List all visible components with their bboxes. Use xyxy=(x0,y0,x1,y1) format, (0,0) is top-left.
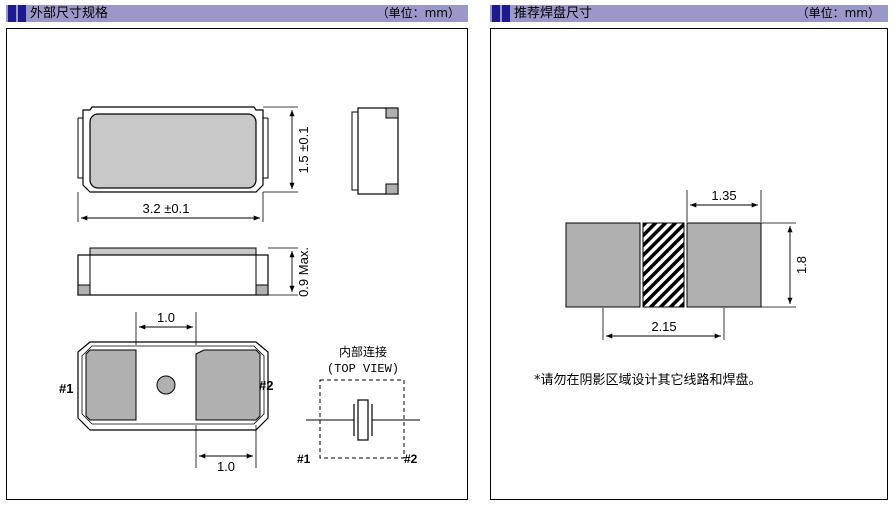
header-marker-icon xyxy=(8,5,26,22)
package-bottom-view: #1 #2 xyxy=(59,341,273,431)
dim-pad-bottom-label: 1.0 xyxy=(217,459,235,474)
pin2-label: #2 xyxy=(259,378,273,393)
dim-span-label: 2.15 xyxy=(651,319,676,334)
dim-pad-width: 1.35 xyxy=(686,188,762,222)
dim-height-label: 0.9 Max. xyxy=(296,247,311,297)
dim-pad-width-label: 1.35 xyxy=(711,188,736,203)
external-dimensions-drawing: 1.5 ±0.1 3.2 ±0.1 0.9 Max. xyxy=(59,106,420,474)
internal-title: 内部连接 xyxy=(339,344,387,359)
dim-height: 0.9 Max. xyxy=(268,247,311,297)
right-panel-unit: （单位：mm） xyxy=(796,6,880,20)
dim-length: 3.2 ±0.1 xyxy=(77,192,264,222)
right-panel-title: 推荐焊盘尺寸 xyxy=(514,6,593,21)
left-panel: 外部尺寸规格 （单位：mm） 1.5 ± xyxy=(6,0,468,506)
land-pattern xyxy=(565,222,762,308)
package-side-view xyxy=(351,107,399,195)
keep-out-note: *请勿在阴影区域设计其它线路和焊盘。 xyxy=(534,372,762,388)
left-panel-frame xyxy=(6,28,468,500)
dim-width-label: 1.5 ±0.1 xyxy=(296,127,311,174)
package-top-view xyxy=(77,106,269,193)
dim-pad-top: 1.0 xyxy=(135,310,197,345)
dim-pad-height-label: 1.8 xyxy=(794,256,809,274)
right-panel-header: 推荐焊盘尺寸 （单位：mm） xyxy=(490,5,888,22)
dim-width: 1.5 ±0.1 xyxy=(263,106,311,193)
schematic-pin2-label: #2 xyxy=(404,452,418,466)
right-panel-frame xyxy=(490,28,888,500)
schematic-pin1-label: #1 xyxy=(297,452,311,466)
internal-connection-schematic: 内部连接 (TOP VIEW) #1 #2 xyxy=(297,344,420,466)
internal-subtitle: (TOP VIEW) xyxy=(327,362,399,376)
dim-length-label: 3.2 ±0.1 xyxy=(143,201,190,216)
land-pattern-drawing: 1.35 1.8 2.15 *请勿在阴影区域设计其它线路和焊盘。 xyxy=(534,188,809,388)
left-panel-header: 外部尺寸规格 （单位：mm） xyxy=(6,5,468,22)
package-front-view xyxy=(77,247,269,296)
keep-out-hatched-area xyxy=(642,222,685,308)
header-marker-icon xyxy=(492,5,510,22)
dim-pad-height: 1.8 xyxy=(761,222,809,308)
dim-pad-bottom: 1.0 xyxy=(195,425,257,474)
right-panel: 推荐焊盘尺寸 （单位：mm） 1.35 xyxy=(490,0,888,506)
dim-span: 2.15 xyxy=(602,308,725,340)
pin1-label: #1 xyxy=(59,381,73,396)
dim-pad-top-label: 1.0 xyxy=(157,310,175,325)
left-panel-title: 外部尺寸规格 xyxy=(30,6,109,21)
left-panel-unit: （单位：mm） xyxy=(376,6,460,20)
